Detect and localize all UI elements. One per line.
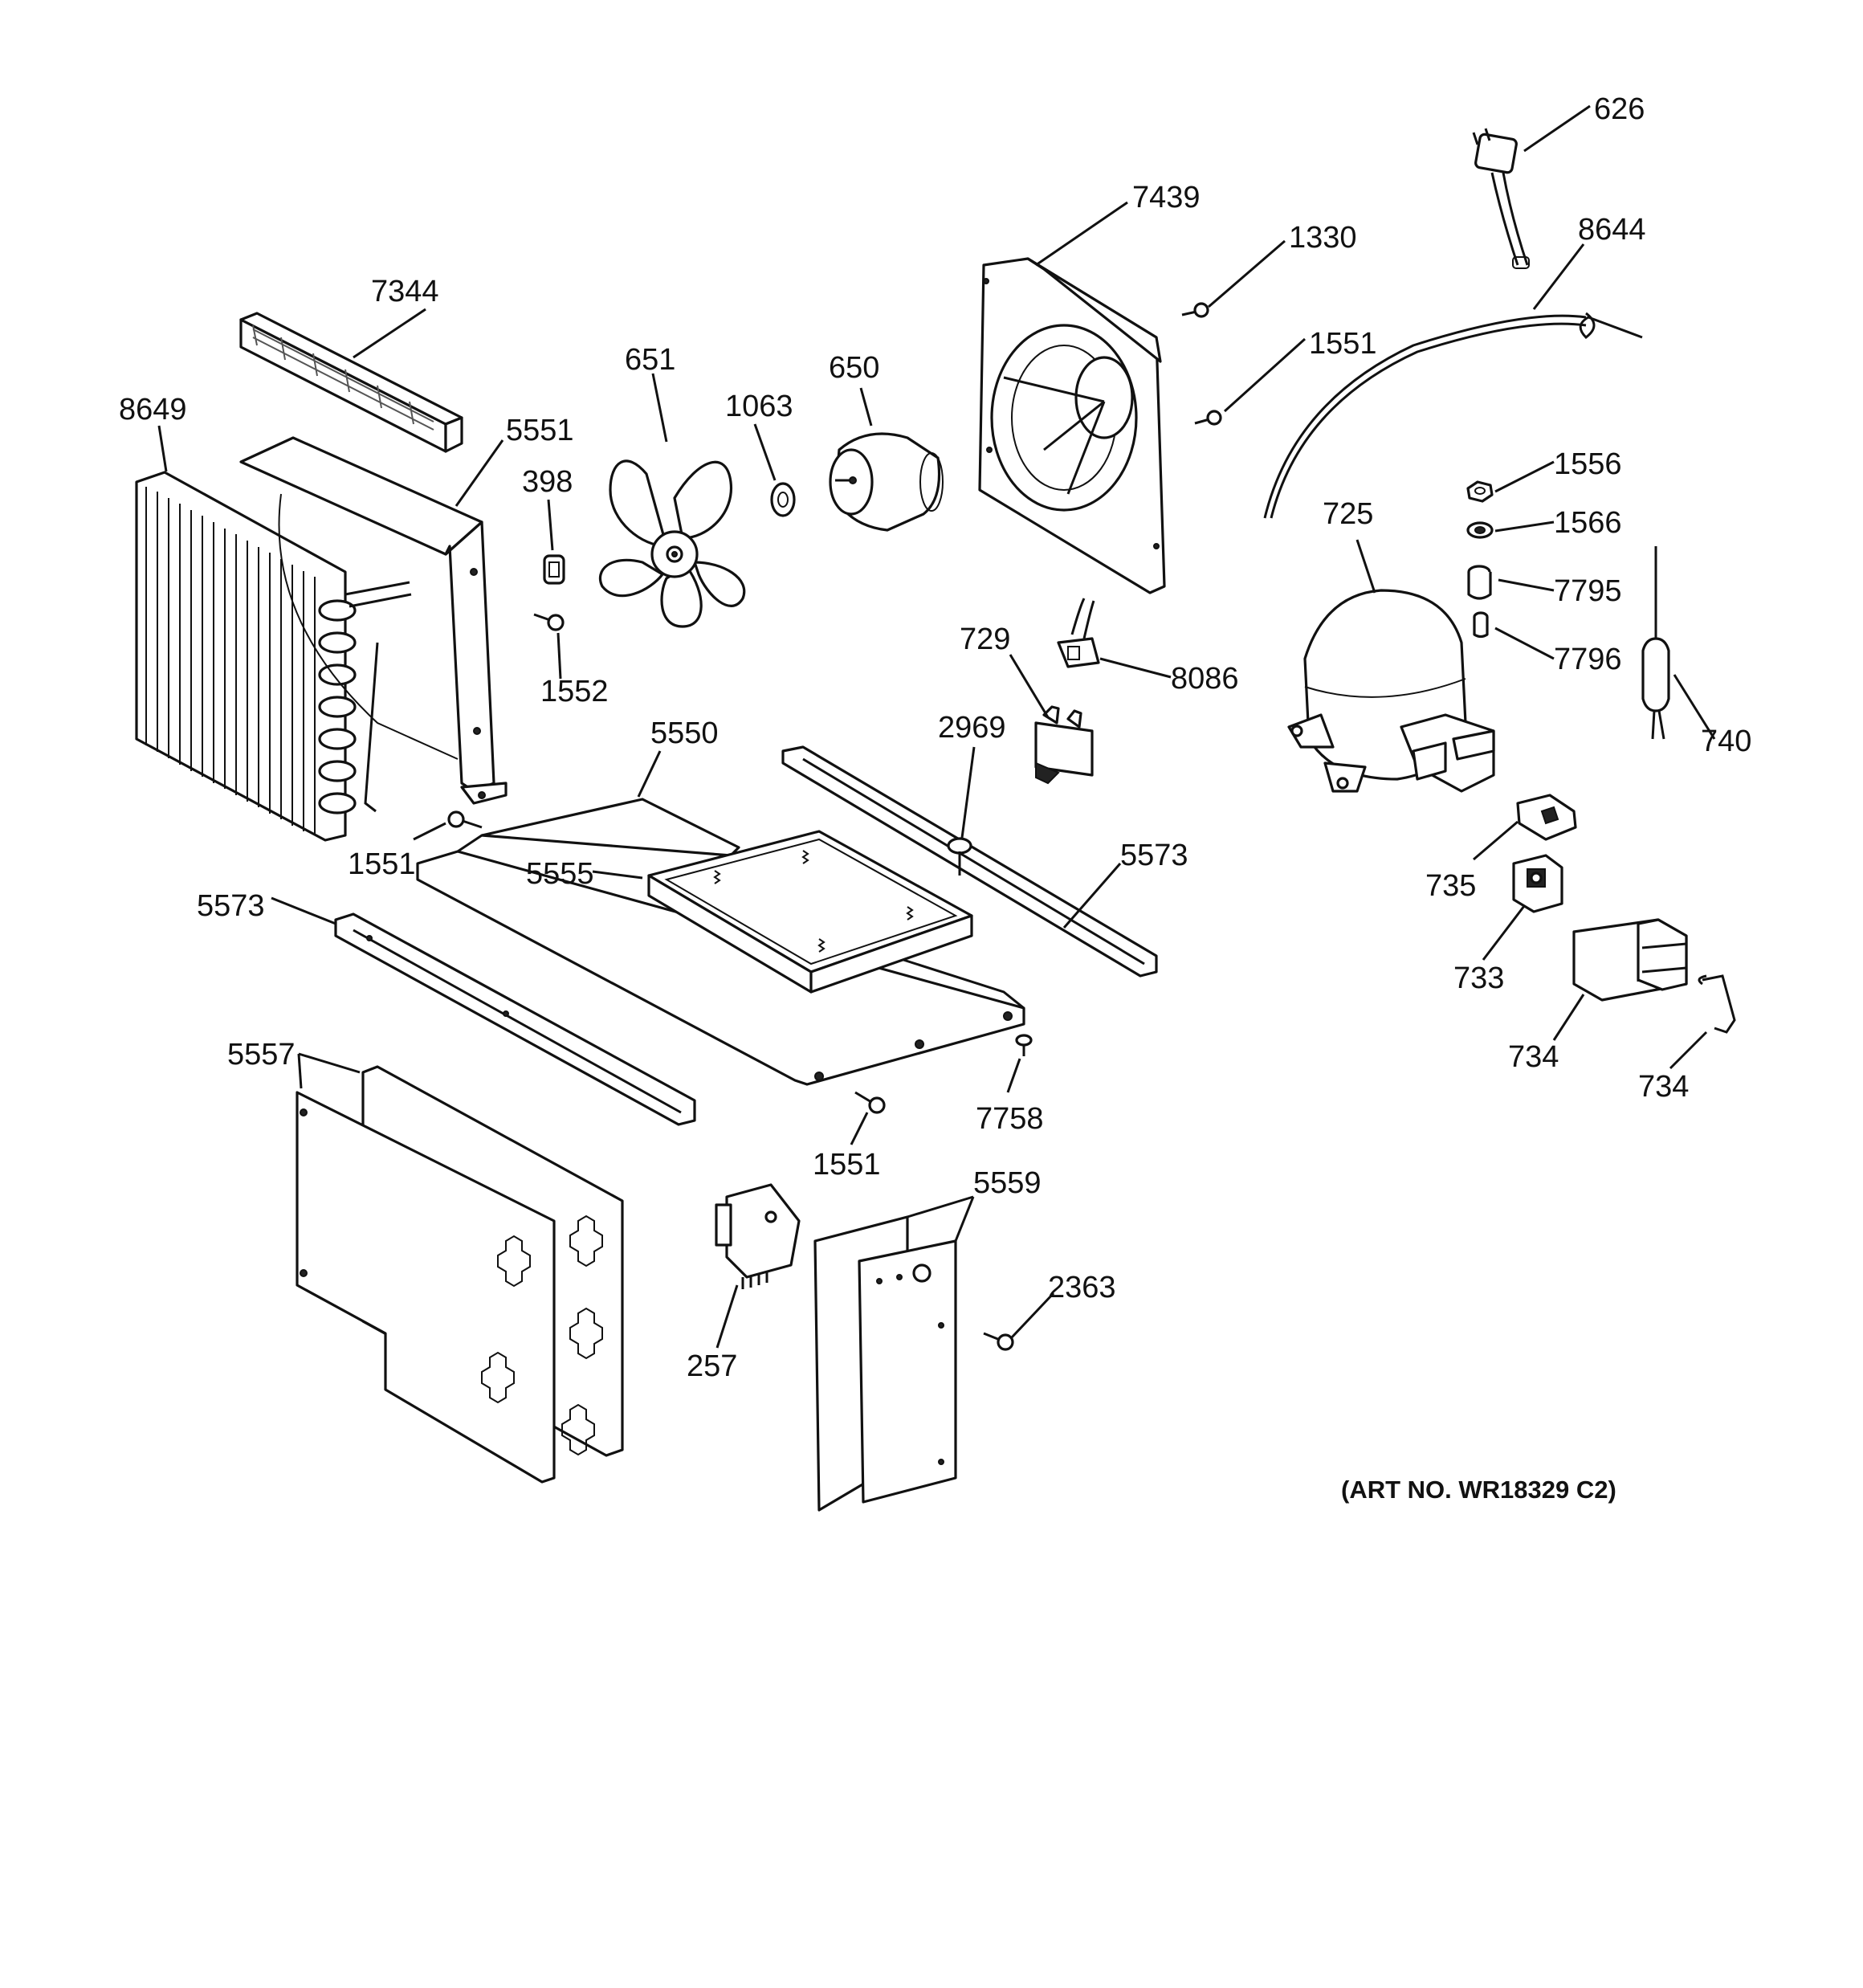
callout-7439: 7439: [1132, 181, 1201, 214]
condenser-shroud-part: [239, 436, 508, 805]
callout-5573-left: 5573: [197, 889, 265, 923]
washer-1063-part: [770, 482, 796, 517]
leader-lines: [157, 104, 1716, 1349]
screw-1552-part: [533, 613, 565, 631]
callout-733: 733: [1453, 961, 1504, 995]
fan-bracket-part: [978, 257, 1166, 594]
control-panel-part: [813, 1215, 957, 1512]
overload-part: [1512, 854, 1563, 913]
callout-725: 725: [1323, 497, 1373, 531]
power-plug-part: [1472, 128, 1530, 269]
callout-734-b: 734: [1638, 1070, 1689, 1104]
rail-left-part: [334, 912, 696, 1126]
callout-5573-right: 5573: [1120, 839, 1188, 872]
callout-5550: 5550: [650, 716, 719, 750]
callout-labels: 626 7439 1330 8644 7344 1551 651 650 106…: [119, 92, 1751, 1383]
clip-part: [543, 554, 565, 585]
callout-734-a: 734: [1508, 1040, 1559, 1074]
drain-pan-part: [647, 830, 973, 994]
relay-729-part: [1034, 705, 1094, 785]
screw-1551-left-part: [447, 810, 483, 829]
capillary-tube-part: [1263, 312, 1643, 519]
callout-735: 735: [1425, 869, 1476, 903]
nut-1556-part: [1466, 480, 1494, 503]
washer-1566-part: [1466, 521, 1494, 539]
fan-motor-part: [829, 432, 944, 532]
callout-7796: 7796: [1554, 643, 1622, 676]
screw-1551-bottom-part: [854, 1091, 886, 1114]
callout-650: 650: [829, 351, 879, 385]
callout-1566: 1566: [1554, 506, 1622, 540]
foam-strip-part: [239, 312, 463, 453]
callout-2969: 2969: [938, 711, 1006, 745]
filter-drier-part: [1641, 546, 1670, 740]
callout-5551: 5551: [506, 414, 574, 447]
overload-cover-part: [1516, 794, 1577, 841]
access-panel-part: [296, 1065, 624, 1484]
callout-7795: 7795: [1554, 574, 1622, 608]
callout-651: 651: [625, 343, 675, 377]
callout-1551-bottom: 1551: [813, 1148, 881, 1182]
callout-8644: 8644: [1578, 213, 1646, 247]
callout-5555: 5555: [526, 857, 594, 891]
callout-1063: 1063: [725, 390, 793, 423]
callout-2363: 2363: [1048, 1271, 1116, 1304]
compressor-part: [1287, 589, 1495, 793]
callout-7344: 7344: [371, 275, 439, 308]
rail-right-part: [781, 745, 1158, 978]
callout-1551-left: 1551: [348, 847, 416, 881]
sleeve-7796-part: [1473, 611, 1489, 639]
callout-1552: 1552: [540, 675, 609, 708]
connector-8086-part: [1057, 598, 1100, 668]
grommet-7795-part: [1467, 565, 1492, 600]
start-relay-part: [1572, 918, 1688, 1002]
callout-626: 626: [1594, 92, 1645, 126]
screw-1551-top-part: [1194, 410, 1222, 426]
screw-1330-part: [1181, 302, 1209, 318]
callout-8086: 8086: [1171, 662, 1239, 696]
callout-1551-top: 1551: [1309, 327, 1377, 361]
screw-2969-part: [947, 837, 972, 876]
art-number: (ART NO. WR18329 C2): [1341, 1476, 1616, 1504]
relay-clip-part: [1698, 974, 1736, 1034]
screw-7758-part: [1015, 1034, 1033, 1056]
condenser-coil-part: [135, 471, 412, 842]
fan-blade-part: [598, 459, 746, 628]
callout-5557: 5557: [227, 1038, 296, 1072]
callout-257: 257: [687, 1349, 737, 1383]
defrost-timer-part: [715, 1183, 801, 1289]
callout-398: 398: [522, 465, 573, 499]
callout-729: 729: [960, 623, 1010, 656]
base-pan-part: [416, 798, 1025, 1086]
callout-5559: 5559: [973, 1166, 1042, 1200]
callout-8649: 8649: [119, 393, 187, 427]
callout-740: 740: [1701, 725, 1751, 758]
callout-1556: 1556: [1554, 447, 1622, 481]
callout-7758: 7758: [976, 1102, 1044, 1136]
callout-1330: 1330: [1289, 221, 1357, 255]
screw-2363-part: [983, 1332, 1014, 1351]
